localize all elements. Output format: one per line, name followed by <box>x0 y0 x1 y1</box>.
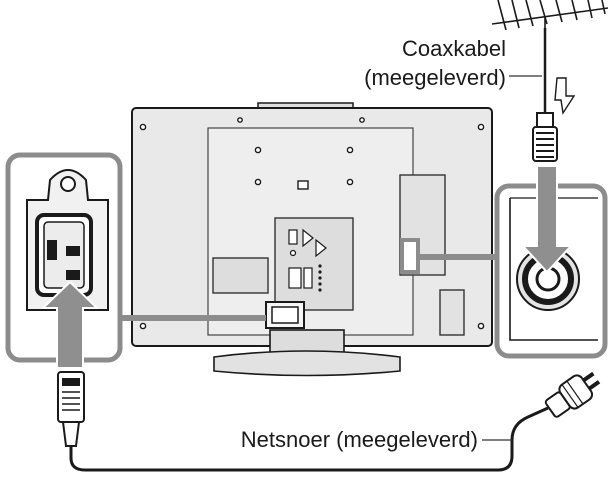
arrow-down-icon <box>520 165 574 274</box>
tv-stand <box>213 329 401 377</box>
wall-plug-icon <box>544 371 601 418</box>
power-cord-label: Netsnoer (meegeleverd) <box>241 427 478 452</box>
lightning-icon <box>554 77 576 115</box>
power-cord <box>69 406 549 472</box>
tv-back <box>131 102 493 347</box>
tv-left-block <box>212 257 269 294</box>
arrow-up-icon <box>40 280 100 369</box>
tv-screws <box>139 117 485 330</box>
antenna-icon <box>491 0 609 31</box>
tv-connector-panel <box>274 217 354 311</box>
coax-label-line2: (meegeleverd) <box>364 65 506 90</box>
power-plug-icon <box>57 371 85 447</box>
power-inlet-icon <box>26 169 109 311</box>
coax-socket-icon <box>509 197 598 341</box>
tv-antenna-input <box>400 238 420 274</box>
tv-small-port <box>297 180 309 190</box>
coax-connector-icon <box>532 112 558 162</box>
coax-label-line1: Coaxkabel <box>402 36 506 61</box>
tv-lower-right-block <box>439 289 465 336</box>
tv-power-socket <box>265 301 305 329</box>
